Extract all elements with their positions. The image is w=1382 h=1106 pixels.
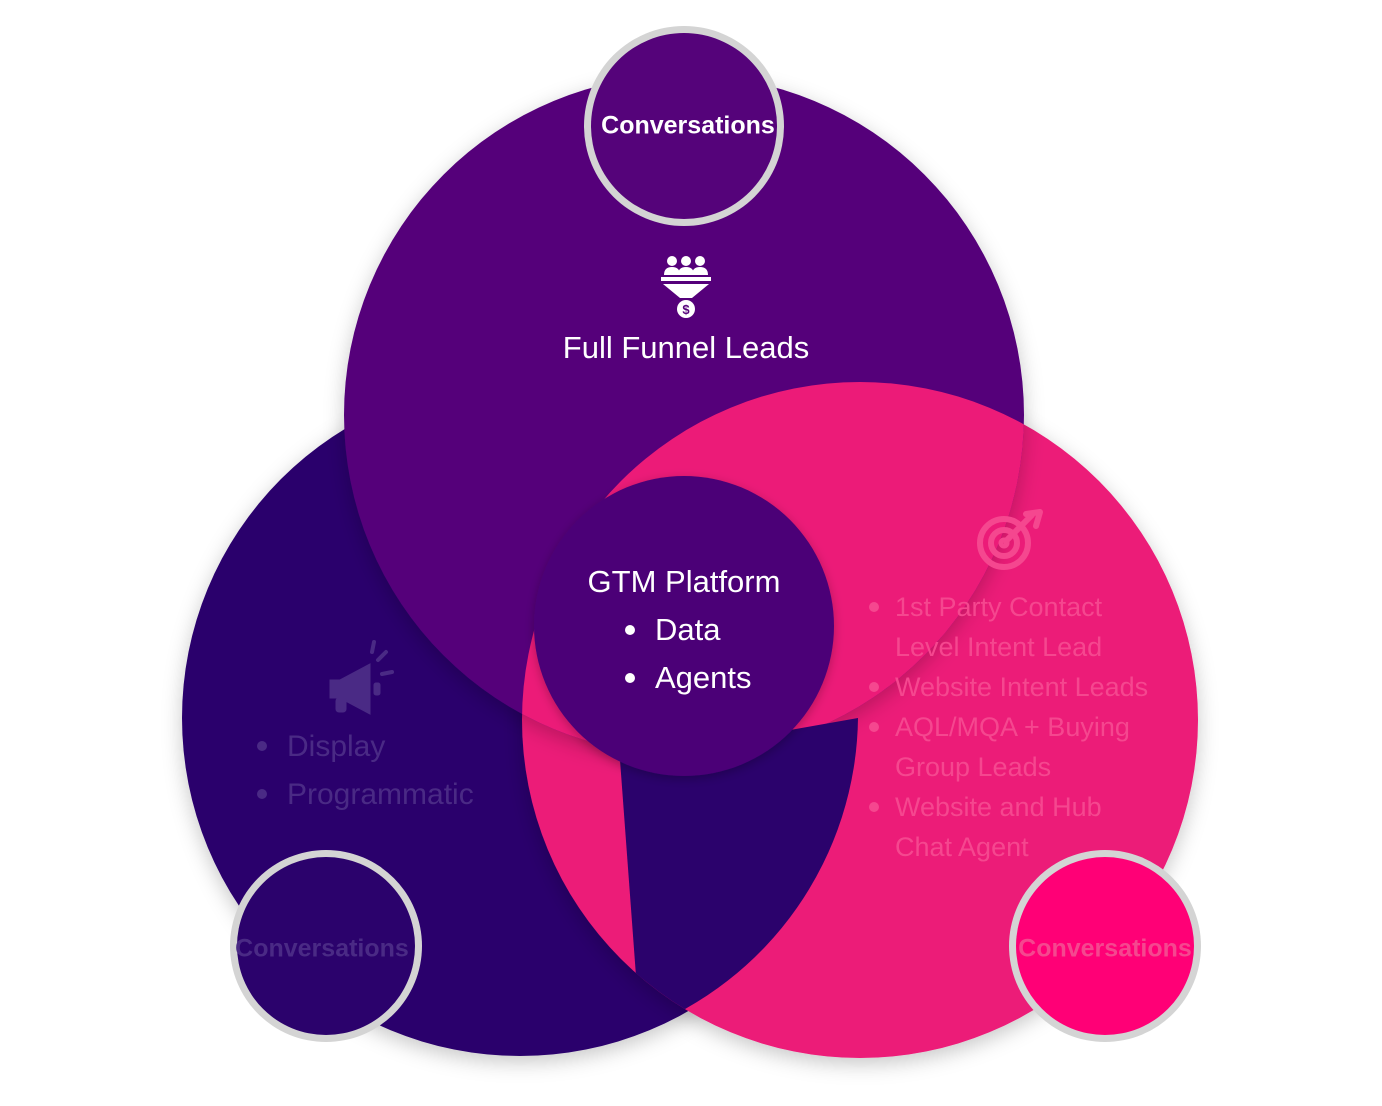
center-bullet-item: Data: [655, 612, 721, 647]
left-bullet-item: Display: [287, 730, 385, 763]
center-bullet-dot: [625, 673, 635, 683]
megaphone-icon: [329, 640, 394, 715]
right-bullet-line: Group Leads: [895, 752, 1051, 782]
center-bullet-dot: [625, 625, 635, 635]
left-bullet-item: Programmatic: [287, 778, 474, 811]
target-arrow-icon: [977, 509, 1043, 570]
right-badge: Conversations: [1009, 850, 1201, 1042]
center-circle: [534, 476, 834, 776]
right-bullet-line: AQL/MQA + Buying: [895, 712, 1130, 742]
funnel-people-dollar-icon: $: [661, 256, 711, 318]
left-badge: Conversations: [230, 850, 422, 1042]
top-title: Full Funnel Leads: [563, 330, 809, 365]
top-badge-label: Conversations: [601, 112, 775, 140]
right-bullet-line: Level Intent Lead: [895, 632, 1102, 662]
left-circle-overlap: [620, 718, 858, 1030]
right-bullet-line: Website Intent Leads: [895, 672, 1148, 702]
right-bullet-line: Website and Hub: [895, 792, 1102, 822]
right-bullet-dot: [869, 722, 879, 732]
svg-text:$: $: [682, 302, 690, 317]
left-bullet-dot: [257, 741, 267, 751]
right-bullet-line: 1st Party Contact: [895, 592, 1103, 622]
right-bullet-dot: [869, 802, 879, 812]
top-badge: Conversations: [584, 26, 784, 226]
left-badge-label: Conversations: [235, 935, 409, 963]
right-bullet-dot: [869, 602, 879, 612]
right-bullet-dot: [869, 682, 879, 692]
left-bullet-dot: [257, 789, 267, 799]
center-bullet-item: Agents: [655, 660, 752, 695]
center-title: GTM Platform: [588, 564, 781, 599]
right-bullet-line: Chat Agent: [895, 832, 1029, 862]
right-badge-label: Conversations: [1018, 935, 1192, 963]
